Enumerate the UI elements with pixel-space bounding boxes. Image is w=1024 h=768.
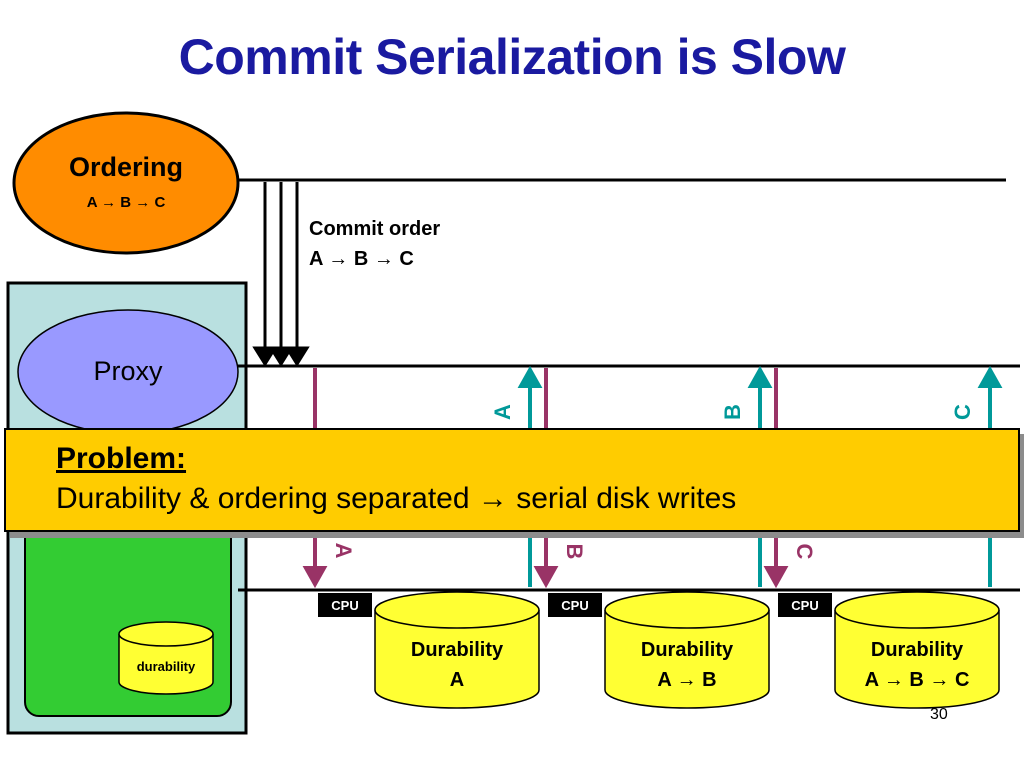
svg-text:CPU: CPU (331, 598, 358, 613)
svg-text:Durability: Durability (411, 639, 504, 661)
svg-text:durability: durability (137, 659, 196, 674)
commit-order-arrows (252, 182, 310, 367)
write-label-b: t B (562, 530, 587, 559)
slide-title: Commit Serialization is Slow (178, 29, 846, 85)
svg-text:Durability: Durability (871, 639, 964, 661)
ack-label-b: B (720, 404, 745, 420)
slide-number: 30 (930, 706, 948, 723)
ack-label-a: A (490, 404, 515, 420)
svg-text:A → B → C: A → B → C (865, 669, 970, 691)
ordering-sequence: A → B → C (86, 194, 166, 211)
problem-heading: Problem: (56, 442, 187, 475)
svg-text:A: A (450, 669, 464, 691)
proxy-label: Proxy (93, 356, 163, 386)
cpu-box: CPU (548, 593, 602, 617)
ordering-label: Ordering (68, 152, 183, 182)
durability-cylinder-a: Durability A (374, 591, 540, 709)
cpu-box: CPU (318, 593, 372, 617)
durability-cylinder-b: Durability A → B (604, 591, 770, 709)
problem-text: Durability & ordering separated → serial… (56, 482, 737, 515)
svg-text:Durability: Durability (641, 639, 734, 661)
durability-cylinder-c: Durability A → B → C (834, 591, 1000, 709)
problem-callout: Problem: Durability & ordering separated… (4, 428, 1020, 532)
svg-text:A → B: A → B (657, 669, 716, 691)
local-durability-cylinder: durability (118, 621, 214, 695)
commit-order-annotation: Commit order A → B → C (309, 214, 440, 274)
svg-text:CPU: CPU (791, 598, 818, 613)
commit-order-title: Commit order (309, 218, 441, 240)
commit-order-sequence: A → B → C (309, 248, 414, 270)
ordering-node (12, 111, 240, 255)
ack-label-c: C (950, 404, 975, 420)
write-label-c: t C (792, 530, 817, 559)
svg-text:CPU: CPU (561, 598, 588, 613)
cpu-box: CPU (778, 593, 832, 617)
write-label-a: t A (331, 530, 356, 559)
